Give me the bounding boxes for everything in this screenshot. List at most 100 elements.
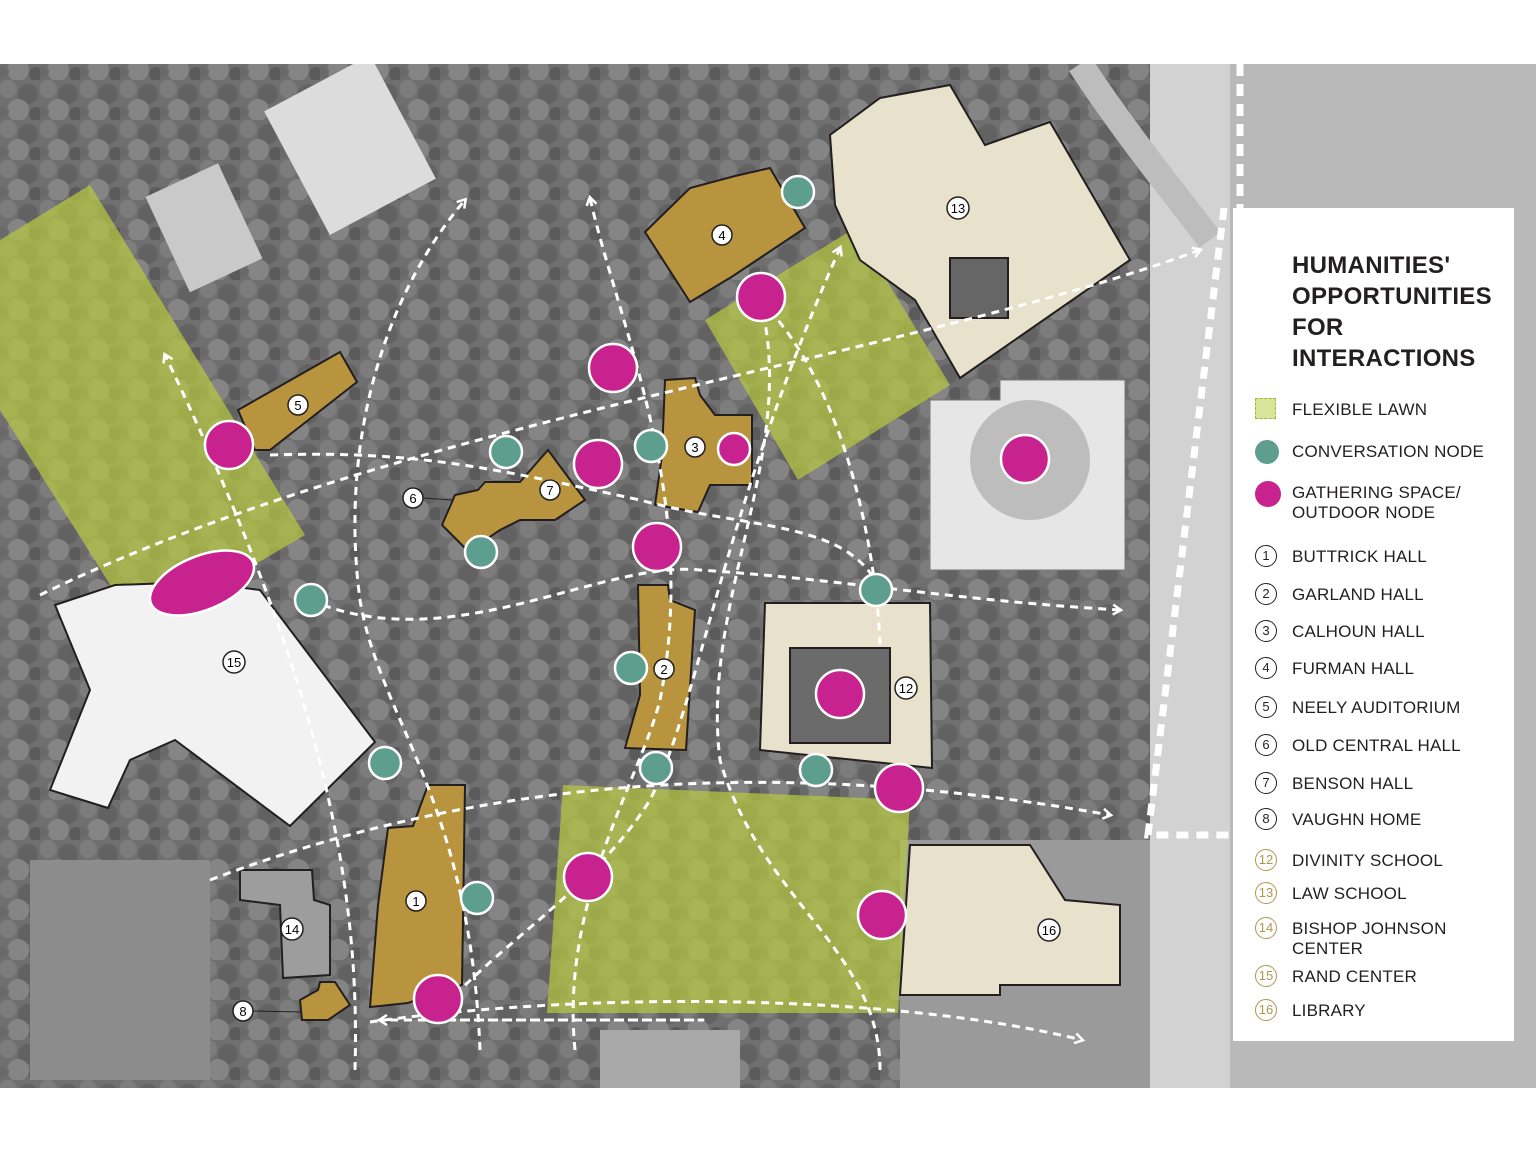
legend-gathering-space: GATHERING SPACE/ OUTDOOR NODE [1233, 478, 1514, 522]
svg-text:7: 7 [546, 483, 553, 498]
svg-text:14: 14 [285, 922, 299, 937]
building-number-badge: 6 [1255, 734, 1277, 756]
gathering-node-swatch [1255, 481, 1281, 507]
gathering-node [148, 549, 256, 617]
legend-conversation-node-label: CONVERSATION NODE [1292, 442, 1484, 461]
gathering-node [814, 668, 866, 720]
legend-conversation-node: CONVERSATION NODE [1233, 437, 1514, 467]
legend-flexible-lawn: FLEXIBLE LAWN [1233, 395, 1514, 425]
building-name: BISHOP JOHNSON CENTER [1292, 919, 1447, 958]
grey-building-nw [264, 64, 436, 235]
building-number-badge: 2 [1255, 583, 1277, 605]
legend-building-13: 13 LAW SCHOOL [1233, 879, 1514, 909]
svg-text:6: 6 [409, 491, 416, 506]
gathering-node [587, 342, 639, 394]
building-number-badge: 16 [1255, 999, 1277, 1021]
conversation-node [638, 750, 674, 786]
law-school-courtyard [949, 257, 1009, 319]
grey-building-w [145, 163, 263, 293]
svg-text:4: 4 [718, 228, 725, 243]
legend-building-6: 6 OLD CENTRAL HALL [1233, 731, 1514, 761]
legend-building-3: 3 CALHOUN HALL [1233, 617, 1514, 647]
walking-paths [39, 198, 1200, 1071]
conversation-nodes [293, 174, 894, 916]
map-label-16: 16 [1037, 918, 1061, 942]
building-name: RAND CENTER [1292, 967, 1417, 986]
building-name: OLD CENTRAL HALL [1292, 736, 1461, 755]
building-13-law-school [828, 83, 1132, 380]
conversation-node [459, 880, 495, 916]
map-label-13: 13 [946, 196, 970, 220]
gathering-node [631, 521, 683, 573]
legend-building-7: 7 BENSON HALL [1233, 769, 1514, 799]
building-8-vaughn-home [298, 981, 352, 1021]
building-labels: 1 2 3 4 5 6 7 8 12 13 14 15 16 [222, 196, 1061, 1022]
conversation-node [798, 752, 834, 788]
svg-text:8: 8 [239, 1004, 246, 1019]
building-name: FURMAN HALL [1292, 659, 1415, 678]
legend-building-4: 4 FURMAN HALL [1233, 654, 1514, 684]
map-label-3: 3 [684, 436, 706, 458]
conversation-node [488, 434, 524, 470]
svg-text:15: 15 [227, 655, 241, 670]
building-16-library [898, 844, 1121, 996]
map-label-1: 1 [405, 890, 427, 912]
building-number-badge: 4 [1255, 657, 1277, 679]
building-number-badge: 8 [1255, 808, 1277, 830]
conversation-node [633, 428, 669, 464]
conversation-node [463, 534, 499, 570]
building-number-badge: 7 [1255, 772, 1277, 794]
lawn-south [547, 785, 910, 1013]
gathering-node [873, 762, 925, 814]
gathering-nodes [148, 271, 1051, 1025]
building-number-badge: 5 [1255, 696, 1277, 718]
svg-text:13: 13 [951, 201, 965, 216]
legend-building-14: 14 BISHOP JOHNSON CENTER [1233, 914, 1514, 958]
map-label-5: 5 [287, 394, 309, 416]
building-number-badge: 14 [1255, 917, 1277, 939]
building-name: BUTTRICK HALL [1292, 547, 1427, 566]
legend-building-8: 8 VAUGHN HOME [1233, 805, 1514, 835]
conversation-node [780, 174, 816, 210]
gathering-node [412, 973, 464, 1025]
conversation-node [613, 650, 649, 686]
svg-text:3: 3 [691, 440, 698, 455]
map-label-14: 14 [280, 917, 304, 941]
building-name: LIBRARY [1292, 1001, 1366, 1020]
building-number-badge: 1 [1255, 545, 1277, 567]
building-name: GARLAND HALL [1292, 585, 1424, 604]
gathering-node [999, 433, 1051, 485]
building-number-badge: 13 [1255, 882, 1277, 904]
gathering-node [562, 851, 614, 903]
building-number-badge: 3 [1255, 620, 1277, 642]
lawn-swatch [1255, 398, 1276, 419]
conversation-node [367, 745, 403, 781]
svg-text:16: 16 [1042, 923, 1056, 938]
legend-panel: HUMANITIES' OPPORTUNITIES FOR INTERACTIO… [1233, 208, 1514, 1041]
building-name: VAUGHN HOME [1292, 810, 1422, 829]
building-name: LAW SCHOOL [1292, 884, 1407, 903]
building-name: DIVINITY SCHOOL [1292, 851, 1443, 870]
svg-text:2: 2 [660, 662, 667, 677]
conversation-node [293, 582, 329, 618]
legend-building-2: 2 GARLAND HALL [1233, 580, 1514, 610]
grey-building-sw [30, 860, 210, 1080]
svg-text:5: 5 [294, 398, 301, 413]
map-label-6: 6 [402, 487, 424, 509]
svg-text:1: 1 [412, 894, 419, 909]
map-label-8: 8 [232, 1000, 254, 1022]
gathering-node [203, 419, 255, 471]
map-label-15: 15 [222, 650, 246, 674]
building-name: BENSON HALL [1292, 774, 1414, 793]
gathering-node [572, 438, 624, 490]
conversation-node [858, 572, 894, 608]
map-label-7: 7 [539, 479, 561, 501]
legend-building-16: 16 LIBRARY [1233, 996, 1514, 1026]
building-name: CALHOUN HALL [1292, 622, 1425, 641]
road-north-curve [1069, 64, 1221, 248]
legend-gathering-space-label: GATHERING SPACE/ OUTDOOR NODE [1292, 483, 1461, 522]
legend-title: HUMANITIES' OPPORTUNITIES FOR INTERACTIO… [1292, 252, 1492, 372]
